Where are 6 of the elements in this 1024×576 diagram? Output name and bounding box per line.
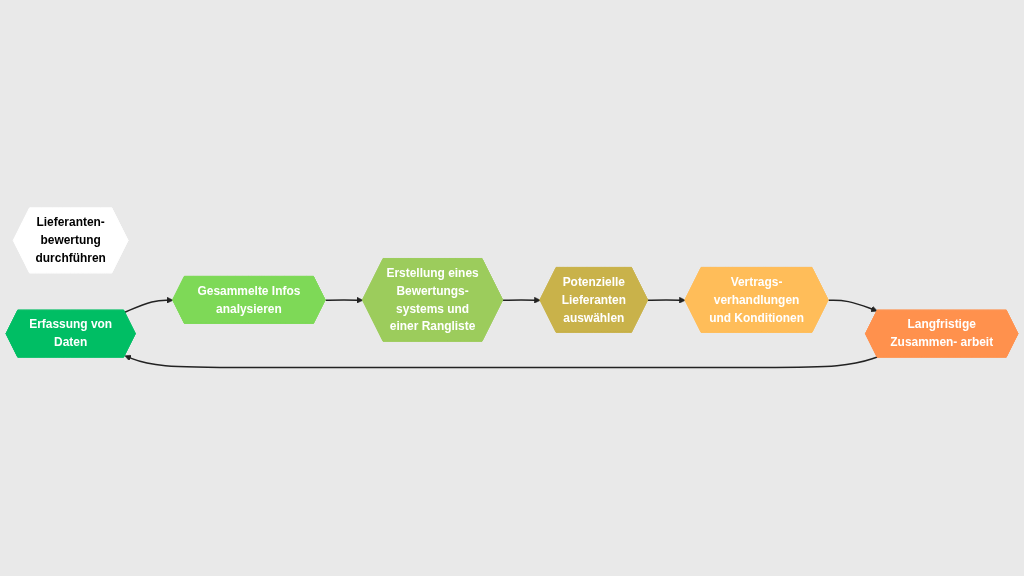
arrow (827, 299, 878, 313)
arrow (647, 297, 686, 304)
arrow (124, 355, 879, 369)
arrow (324, 297, 364, 304)
arrow (502, 297, 541, 304)
arrow (124, 297, 174, 314)
